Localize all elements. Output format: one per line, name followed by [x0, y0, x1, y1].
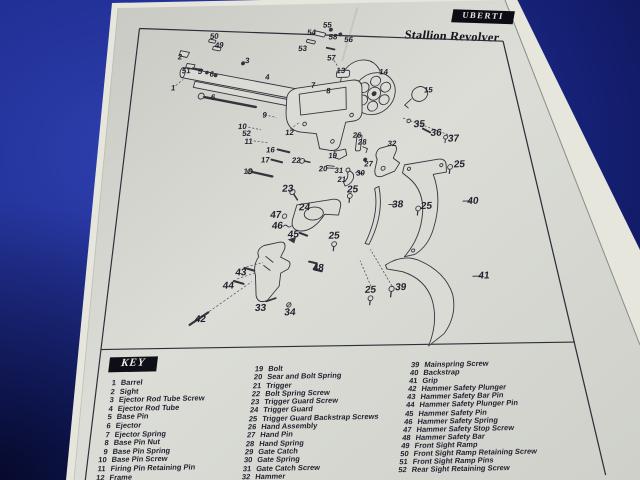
diagram-part-number: 31	[334, 166, 344, 175]
diagram-part-number: 35	[413, 119, 426, 130]
diagram-part-number: 36	[430, 128, 443, 139]
diagram-part-number: 55	[323, 20, 333, 29]
diagram-part-number: 30	[356, 168, 366, 177]
diagram-part-number: 32	[387, 139, 397, 148]
diagram-part-number: 5	[197, 67, 203, 76]
key-header: KEY	[108, 356, 158, 373]
diagram-part-number: 26	[352, 131, 362, 140]
diagram-part-number: 20	[318, 164, 328, 173]
diagram-part-number: 33	[254, 303, 267, 314]
diagram-part-number: 28	[357, 138, 367, 147]
diagram-part-number: 39	[394, 282, 407, 293]
diagram-part-number: 25	[346, 184, 359, 195]
diagram-part-number: 10	[238, 122, 248, 131]
diagram-part-number: 24	[298, 202, 311, 213]
diagram-part-number: 25	[328, 231, 341, 242]
diagram-part-number: 44	[222, 281, 235, 292]
diagram-part-number: 12	[285, 128, 295, 137]
diagram-part-number: 49	[214, 41, 224, 50]
diagram-part-number: 43	[235, 267, 248, 278]
key-item-number: 52	[397, 465, 408, 475]
diagram-part-number: 27	[364, 159, 374, 168]
diagram-part-number: 15	[424, 85, 434, 94]
diagram-part-number: 16	[266, 145, 276, 154]
diagram-part-number: 4	[265, 73, 271, 82]
diagram-part-number: 17	[260, 155, 270, 164]
diagram-part-number: 18	[243, 167, 253, 176]
diagram-part-number: 13	[336, 66, 346, 75]
paper-crease	[341, 7, 359, 62]
diagram-part-number: 57	[327, 53, 337, 62]
diagram-part-number: 47	[269, 210, 282, 221]
diagram-part-number: 3	[245, 56, 251, 65]
diagram-part-number: 8	[326, 86, 332, 95]
diagram-part-number: 54	[307, 28, 317, 37]
parts-sheet-page: UBERTI Stallion Revolver	[56, 0, 640, 480]
diagram-part-number: 22	[291, 156, 301, 165]
paper-sheet	[74, 0, 640, 480]
paper-right-edge-shadow	[504, 0, 640, 346]
diagram-part-number: 1	[171, 83, 177, 92]
diagram-part-number: 21	[337, 175, 347, 184]
diagram-part-number: 51	[181, 66, 191, 75]
key-item-name: Hammer	[254, 471, 286, 480]
diagram-part-number: 6	[210, 93, 216, 102]
paper-left-edge-shadow	[73, 7, 119, 480]
diagram-part-number: 41	[478, 270, 491, 281]
diagram-part-number: 52	[242, 129, 252, 138]
exploded-diagram: 5049251561346555458565357131478159105211…	[84, 7, 607, 480]
diagram-part-number: 25	[420, 201, 433, 212]
diagram-part-number: 14	[379, 67, 389, 76]
diagram-part-number: 11	[244, 137, 254, 146]
diagram-leader-lines	[175, 60, 452, 312]
diagram-part-number: 25	[364, 285, 377, 296]
diagram-part-number: 7	[311, 81, 316, 90]
diagram-part-number: 25	[453, 159, 466, 170]
diagram-part-number: 2	[177, 52, 183, 61]
diagram-part-number: 48	[312, 263, 325, 274]
diagram-art	[178, 27, 482, 347]
diagram-part-number: 53	[298, 44, 308, 53]
key-item-name: Frame	[109, 472, 133, 480]
diagram-part-number: 34	[284, 307, 297, 318]
diagram-part-number: 23	[282, 184, 295, 195]
diagram-part-number: 58	[328, 32, 338, 41]
key-item-number: 32	[241, 472, 251, 480]
diagram-part-number: 42	[194, 314, 207, 325]
diagram-part-number: 19	[328, 151, 338, 160]
key-separator-line	[100, 341, 575, 351]
diagram-part-number: 46	[271, 221, 284, 232]
diagram-part-number: 6	[209, 70, 215, 79]
diagram-part-number: 9	[262, 111, 268, 120]
diagram-part-number: 37	[447, 133, 460, 144]
diagram-part-number: 40	[467, 196, 480, 207]
diagram-part-number: 38	[391, 199, 404, 210]
diagram-part-number: 56	[344, 35, 354, 44]
diagram-part-number: 45	[287, 229, 300, 240]
key-item-number: 12	[95, 472, 106, 480]
diagram-part-number: 50	[209, 32, 219, 41]
